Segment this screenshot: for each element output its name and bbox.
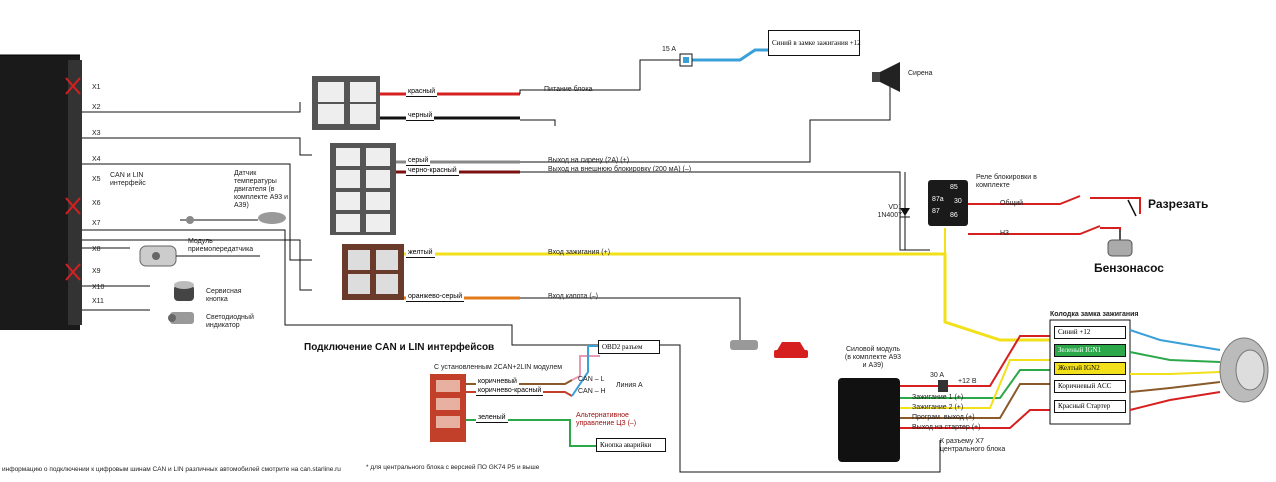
siren-output-label: Выход на сирену (2A) (+) bbox=[548, 157, 630, 164]
connector-x4-label: X4 bbox=[92, 156, 101, 163]
cut-label: Разрезать bbox=[1148, 197, 1209, 211]
led-icon bbox=[168, 312, 194, 324]
power-module-title: Силовой модуль (в комплекте A93 и A39) bbox=[844, 346, 902, 369]
obd2-box: OBD2 разъем bbox=[598, 340, 660, 354]
main-unit bbox=[0, 54, 82, 330]
led-label: Светодиодный индикатор bbox=[206, 314, 254, 329]
relay-title: Реле блокировки в комплекте bbox=[976, 174, 1037, 189]
fuel-pump-label: Бензонасос bbox=[1094, 261, 1164, 275]
power-fuse-label: 30 A bbox=[930, 372, 945, 379]
ign-slot-1: Зеленый IGN1 bbox=[1054, 344, 1126, 357]
connector-x1-label: X1 bbox=[92, 84, 101, 91]
crossed-connectors bbox=[65, 77, 81, 281]
ignition-harness bbox=[1129, 329, 1221, 411]
relay-common-label: Общий bbox=[1000, 200, 1024, 207]
service-button-label: Сервисная кнопка bbox=[206, 288, 242, 303]
relay-block bbox=[928, 180, 968, 226]
connector-inputs bbox=[342, 244, 404, 300]
relay-pin-30: 30 bbox=[954, 198, 962, 205]
connector-x3-label: X3 bbox=[92, 130, 101, 137]
power-wires bbox=[380, 48, 770, 126]
connector-x11-label: X11 bbox=[92, 298, 104, 305]
power-module bbox=[838, 378, 900, 462]
pm-row-3: Выход на стартер (+) bbox=[912, 424, 981, 431]
relay-pin-85: 85 bbox=[950, 184, 958, 191]
ign-slot-0: Синий +12 bbox=[1054, 326, 1126, 339]
can-wires bbox=[466, 345, 600, 447]
wire-red-label: красный bbox=[406, 87, 438, 97]
ignition-blue-box: Синий в замке зажигания +12 bbox=[768, 30, 861, 56]
relay-nc-label: Н3 bbox=[1000, 230, 1009, 237]
transceiver-label: Модуль приемопередатчика bbox=[188, 238, 254, 253]
ign-slot-2: Желтый IGN2 bbox=[1054, 362, 1126, 375]
power-fuse-30a bbox=[938, 380, 948, 392]
can-h-label: CAN – H bbox=[578, 388, 606, 395]
transceiver-icon bbox=[139, 245, 260, 267]
wire-orange-gray-label: оранжево-серый bbox=[406, 292, 465, 302]
can-l-label: CAN – L bbox=[578, 376, 605, 383]
connector-x5-label: X5 bbox=[92, 176, 101, 183]
can-section-title: Подключение CAN и LIN интерфейсов bbox=[304, 342, 495, 353]
power-module-wires bbox=[900, 335, 1050, 429]
connector-x10-label: X10 bbox=[92, 284, 105, 291]
ignition-input-label: Вход зажигания (+) bbox=[548, 249, 611, 256]
connector-outputs bbox=[330, 143, 396, 235]
connector-x2-label: X2 bbox=[92, 104, 101, 111]
fuse-15a bbox=[679, 53, 693, 67]
block-output-label: Выход на внешнюю блокировку (200 мА) (–) bbox=[548, 166, 692, 173]
footnote-main: информацию о подключении к цифровым шина… bbox=[2, 466, 341, 473]
wire-black-label: черный bbox=[406, 111, 435, 121]
hood-input-wire bbox=[404, 296, 741, 346]
wire-gray-label: серый bbox=[406, 156, 431, 166]
relay-pin-87a: 87a bbox=[932, 196, 944, 203]
diode-label: VD1 1N4007 bbox=[877, 204, 902, 219]
siren-label: Сирена bbox=[908, 70, 933, 77]
power-supply-label: Питание блока bbox=[544, 86, 593, 93]
hazard-button-box: Кнопка аварийки bbox=[596, 438, 666, 452]
connector-x7-label: X7 bbox=[92, 220, 101, 227]
can-lin-label: CAN и LIN интерфейс bbox=[110, 172, 146, 187]
siren-icon bbox=[872, 62, 900, 92]
wire-green-label: зеленый bbox=[476, 413, 508, 423]
ignition-lock-icon bbox=[1219, 337, 1269, 403]
can-connector bbox=[430, 374, 466, 442]
relay-wires bbox=[968, 195, 1141, 236]
can-section-subtitle: С установленным 2CAN+2LIN модулем bbox=[434, 364, 563, 371]
connector-x6-label: X6 bbox=[92, 200, 101, 207]
fuel-pump-icon bbox=[1107, 230, 1133, 257]
diode-icon bbox=[900, 172, 910, 250]
service-button-icon bbox=[174, 281, 194, 301]
hood-input-label: Вход капота (–) bbox=[548, 293, 598, 300]
relay-pin-86: 86 bbox=[950, 212, 958, 219]
ignition-block-title: Колодка замка зажигания bbox=[1050, 311, 1139, 318]
car-hood-icon bbox=[730, 340, 808, 358]
ign-slot-4: Красный Стартер bbox=[1054, 400, 1126, 413]
ignition-input-wire bbox=[404, 228, 1050, 342]
fuse-15a-label: 15 A bbox=[662, 46, 677, 53]
to-x7-label: К разъему X7 центрального блока bbox=[940, 438, 1006, 453]
alt-control-label: Альтернативное управление ЦЗ (–) bbox=[576, 412, 637, 427]
temp-sensor-icon bbox=[180, 212, 286, 224]
relay-pin-87: 87 bbox=[932, 208, 940, 215]
pm-row-0: Зажигание 1 (+) bbox=[912, 394, 964, 401]
footnote-star: * для центрального блока с версией ПО GK… bbox=[366, 464, 540, 471]
pm-row-2: Програм. выход (+) bbox=[912, 414, 975, 421]
wire-black-red-label: черно-красный bbox=[406, 166, 459, 176]
wire-yellow-label: желтый bbox=[406, 248, 435, 258]
wire-brown-red-label: коричнево-красный bbox=[476, 386, 544, 396]
connector-x9-label: X9 bbox=[92, 268, 101, 275]
connector-power bbox=[312, 76, 380, 130]
plus12-label: +12 В bbox=[958, 378, 977, 385]
main-unit-wires bbox=[82, 102, 941, 473]
line-a-label: Линия A bbox=[616, 382, 643, 389]
temp-sensor-label: Датчик температуры двигателя (в комплект… bbox=[234, 170, 289, 209]
pm-row-1: Зажигание 2 (+) bbox=[912, 404, 964, 411]
ign-slot-3: Коричневый ACC bbox=[1054, 380, 1126, 393]
connector-x8-label: X8 bbox=[92, 246, 101, 253]
